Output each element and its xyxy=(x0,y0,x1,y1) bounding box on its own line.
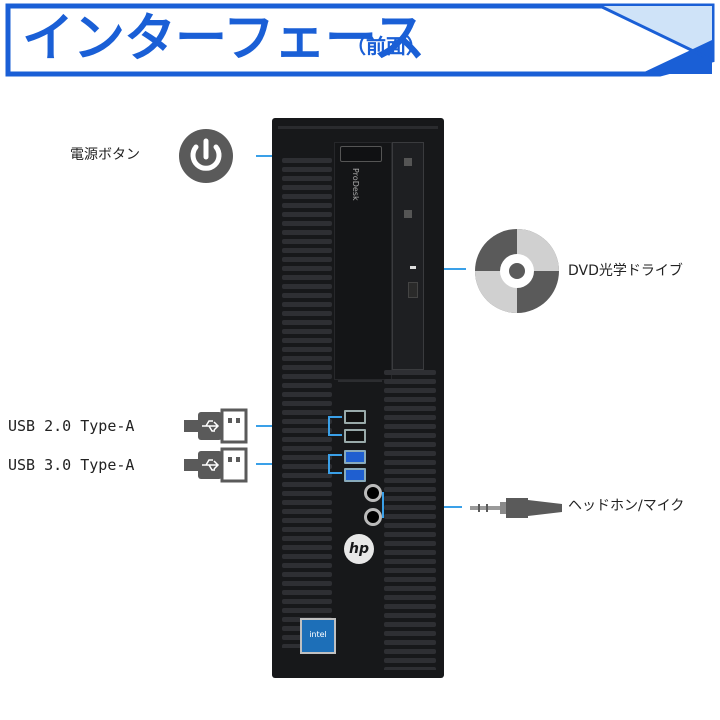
mic-jack[interactable] xyxy=(364,508,382,526)
headphone-mic-label: ヘッドホン/マイク xyxy=(568,498,685,514)
header-banner: インターフェース （前面） xyxy=(0,0,720,80)
audio-plug-icon xyxy=(470,496,562,520)
dvd-logo-2 xyxy=(404,210,412,218)
panel-divider xyxy=(338,380,382,382)
usb2-port-2[interactable] xyxy=(344,429,366,443)
usb2-port-1[interactable] xyxy=(344,410,366,424)
power-button-label: 電源ボタン xyxy=(70,147,140,163)
dvd-led xyxy=(410,266,416,269)
usb3-bracket-bottom xyxy=(328,472,342,474)
model-text: ProDesk xyxy=(351,168,360,201)
power-icon xyxy=(178,128,234,184)
dvd-eject-button[interactable] xyxy=(408,282,418,298)
usb3-port-1[interactable] xyxy=(344,450,366,464)
left-vents xyxy=(282,158,332,649)
page-title: インターフェース xyxy=(22,9,425,69)
usb2-bracket-top xyxy=(328,416,342,418)
page-subtitle: （前面） xyxy=(346,34,426,58)
usb3-label: USB 3.0 Type-A xyxy=(8,456,135,474)
center-panel xyxy=(334,142,392,380)
usb2-label: USB 2.0 Type-A xyxy=(8,417,135,435)
pc-power-button[interactable] xyxy=(340,146,382,162)
top-bezel xyxy=(278,126,438,129)
usb3-bracket xyxy=(328,454,330,474)
optical-drive-bay[interactable] xyxy=(392,142,424,370)
usb2-bracket-bottom xyxy=(328,434,342,436)
headphone-jack[interactable] xyxy=(364,484,382,502)
usb3-port-2[interactable] xyxy=(344,468,366,482)
usb-plug-icon xyxy=(184,445,248,485)
usb2-bracket xyxy=(328,416,330,436)
right-vents xyxy=(384,370,436,672)
header-frame xyxy=(5,3,715,77)
usb-plug-icon xyxy=(184,406,248,446)
hp-logo: hp xyxy=(344,534,374,564)
usb3-bracket-top xyxy=(328,454,342,456)
dvd-drive-label: DVD光学ドライブ xyxy=(568,263,683,279)
audio-bracket xyxy=(382,492,384,518)
intel-badge: intel xyxy=(300,618,336,654)
disc-icon xyxy=(474,228,560,314)
dvd-logo xyxy=(404,158,412,166)
